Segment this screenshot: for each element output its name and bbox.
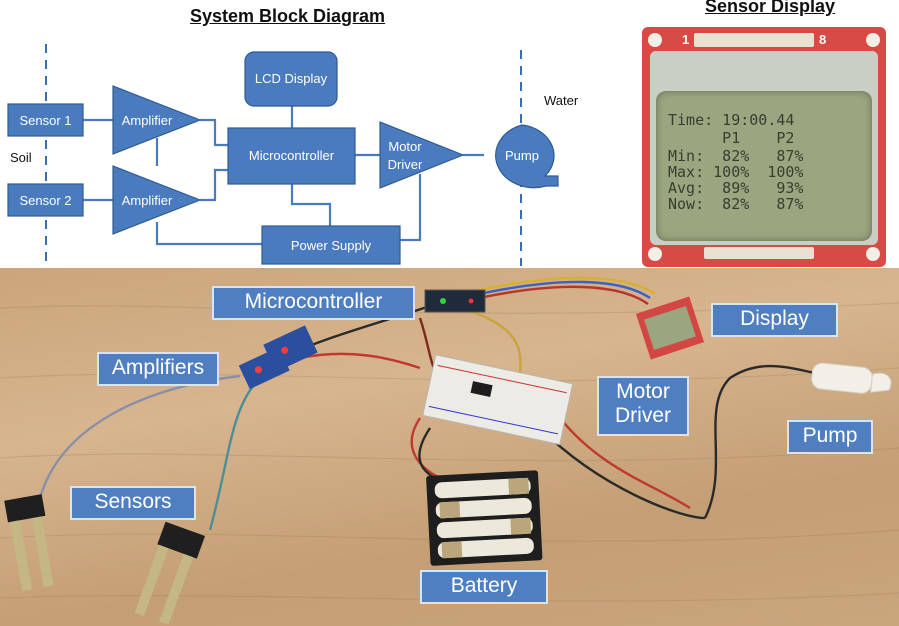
- header-pin-label-end: 8: [819, 32, 827, 47]
- svg-text:LCD Display: LCD Display: [255, 71, 328, 86]
- header-pins-row: [694, 33, 814, 47]
- lcd-line-5: Avg: 89% 93%: [668, 179, 804, 197]
- lcd-line-2: P1 P2: [668, 129, 795, 147]
- amplifier-2-block: Amplifier: [112, 165, 202, 235]
- pump-block: Pump: [495, 124, 559, 189]
- motor-driver-block: Motor Driver: [379, 121, 465, 189]
- mount-hole-bottom-right: [866, 247, 880, 261]
- svg-text:Driver: Driver: [388, 157, 423, 172]
- svg-text:Motor: Motor: [388, 139, 422, 154]
- motor-driver-label-line1: Motor: [616, 380, 670, 403]
- bottom-pins-row: [704, 247, 814, 259]
- pump-label: Pump: [787, 420, 873, 454]
- lcd-line-4: Max: 100% 100%: [668, 163, 804, 181]
- svg-text:Amplifier: Amplifier: [122, 113, 173, 128]
- lcd-line-3: Min: 82% 87%: [668, 147, 804, 165]
- lcd-line-6: Now: 82% 87%: [668, 195, 804, 213]
- sensor-display-photo: 1 8 Time: 19:00.44 P1 P2 Min: 82% 87% Ma…: [642, 27, 886, 267]
- mount-hole-top-right: [866, 33, 880, 47]
- power-supply-block: Power Supply: [261, 225, 401, 265]
- lcd-screen: Time: 19:00.44 P1 P2 Min: 82% 87% Max: 1…: [656, 91, 872, 241]
- amplifiers-label: Amplifiers: [97, 352, 219, 386]
- sensor-1-block: Sensor 1: [7, 103, 84, 137]
- soil-zone-label: Soil: [10, 150, 32, 165]
- lcd-display-block: LCD Display: [244, 51, 338, 107]
- svg-text:Pump: Pump: [505, 148, 539, 163]
- motor-driver-label-line2: Driver: [615, 404, 671, 428]
- block-diagram: Sensor 1 Sensor 2 Amplifier Amplifier Mi…: [7, 44, 579, 268]
- mount-hole-bottom-left: [648, 247, 662, 261]
- display-label: Display: [711, 303, 838, 337]
- svg-text:Sensor 2: Sensor 2: [19, 193, 71, 208]
- svg-text:Power Supply: Power Supply: [291, 238, 372, 253]
- sensors-label: Sensors: [70, 486, 196, 520]
- connection-wires: [83, 106, 484, 246]
- header-pin-label-start: 1: [682, 32, 690, 47]
- lcd-line-1: Time: 19:00.44: [668, 111, 795, 129]
- sensor-2-block: Sensor 2: [7, 183, 84, 217]
- mount-hole-top-left: [648, 33, 662, 47]
- water-zone-label: Water: [544, 93, 579, 108]
- battery-label: Battery: [420, 570, 548, 604]
- microcontroller-block: Microcontroller: [227, 127, 356, 185]
- svg-text:Sensor 1: Sensor 1: [19, 113, 71, 128]
- svg-text:Amplifier: Amplifier: [122, 193, 173, 208]
- amplifier-1-block: Amplifier: [112, 85, 202, 155]
- motor-driver-label: Motor Driver: [597, 376, 689, 436]
- svg-text:Microcontroller: Microcontroller: [249, 148, 335, 163]
- diagram-title: System Block Diagram: [189, 6, 386, 26]
- hardware-photo: Microcontroller Display Amplifiers Motor…: [0, 268, 899, 626]
- microcontroller-label: Microcontroller: [212, 286, 415, 320]
- sensor-display-title: Sensor Display: [704, 0, 836, 16]
